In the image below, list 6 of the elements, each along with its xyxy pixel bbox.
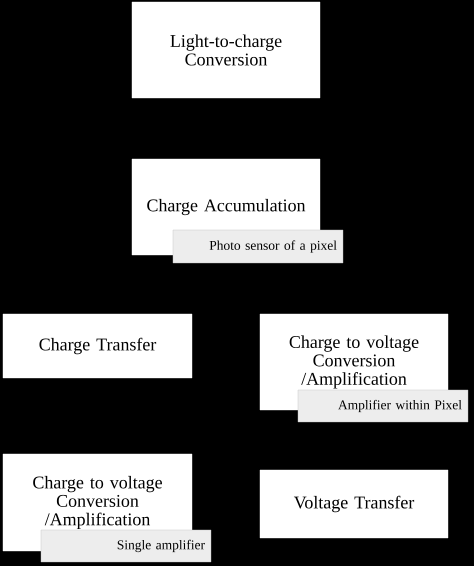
process-box: Light-to-charge Conversion	[132, 2, 320, 98]
process-box: Charge Transfer	[2, 314, 192, 378]
annotation-box: Single amplifier	[40, 530, 212, 562]
annotation-box: Amplifier within Pixel	[298, 390, 468, 422]
annotation-box: Photo sensor of a pixel	[172, 230, 344, 264]
process-box: Voltage Transfer	[260, 470, 448, 538]
